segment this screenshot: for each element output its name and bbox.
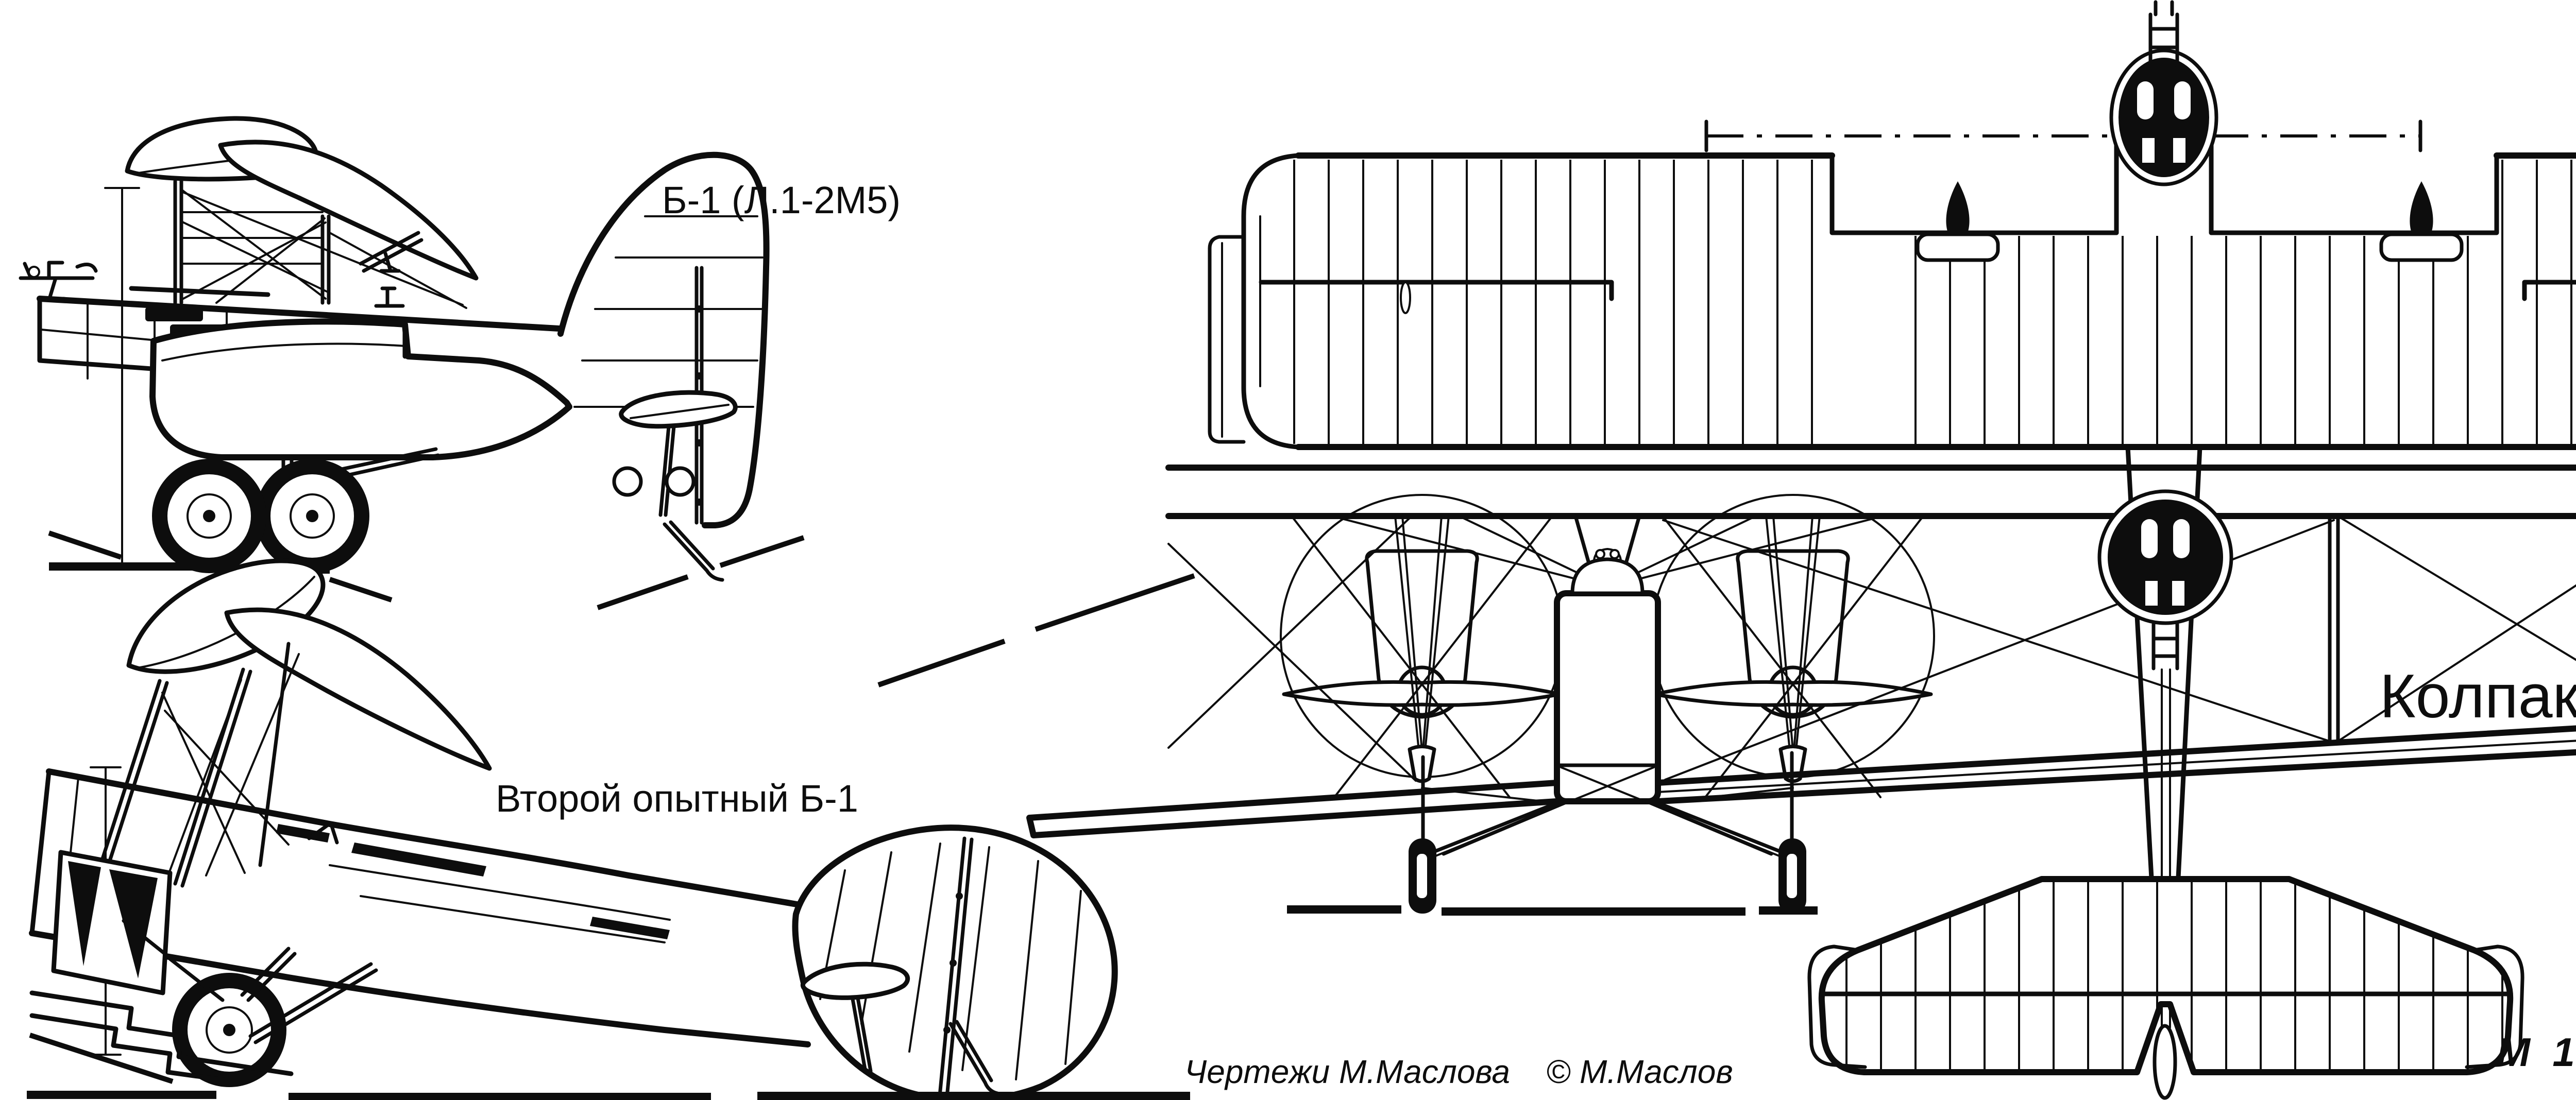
nose-fairing [1570,557,1645,595]
propeller-disc [1651,494,1935,778]
wheels [1409,838,1806,914]
elevator-horns [1807,944,2524,1069]
rudder-post [938,836,974,1099]
fuselage [1554,590,1661,804]
ground-hatch [29,1033,174,1084]
fuselage-top [46,768,848,916]
ground-line [27,1091,1190,1100]
rigging-wires [161,653,300,876]
aileron-horns [1208,235,1246,444]
tailplane-plan [1807,876,2524,1100]
ground-hatch [48,530,1195,688]
porthole [612,466,643,497]
dorsal-machine-gun [359,231,423,308]
dimension-line [104,187,140,568]
title-line-2: Б-1 (2Б-Л.1) [2380,842,2576,900]
nose-gunner-cockpit [2109,48,2218,186]
tail-skid [663,520,724,582]
right-engine [1651,494,1935,798]
nose-machine-gun [19,261,98,301]
gondola [149,318,572,460]
control-horn [1400,281,1411,314]
rear-gun-mount [2151,622,2179,671]
plan-view [1208,0,2576,1100]
aileron-hinges [1259,280,2576,301]
wing-ribs [1288,160,2576,444]
cabane-struts [173,179,331,305]
side-view-2-label: Второй опытный Б-1 [496,777,858,820]
rigging-wires [1167,517,1794,804]
side-view-second-prototype [27,558,1190,1100]
porthole [665,466,696,497]
tail-skid-plan [2153,1024,2177,1100]
interplane-struts [2328,514,2340,746]
lower-wing [1026,725,2576,838]
side-view-1-label: Б-1 (Л.1-2М5) [662,179,901,221]
tailplane-airfoil [800,961,910,1000]
drawing-title: Колпаков-Мирошниченко Б-1 (2Б-Л.1) [2380,551,2576,1017]
fuselage-bottom [29,930,811,1047]
credit-line: Чертежи М.Маслова © М.Маслов [1148,1022,1733,1100]
fin-ribs [819,843,1082,1080]
fin-ribs [573,215,764,408]
windscreen [307,821,339,845]
lower-wing-section [29,990,294,1085]
twin-wheels [152,459,369,573]
rear-gunner-cockpit [2097,489,2233,625]
cockpit-opening [145,307,203,321]
gear-struts [122,919,378,1044]
front-view [1026,465,2576,916]
nose-gun-mount [2148,0,2179,68]
title-line-1: Колпаков-Мирошниченко [2379,662,2576,731]
credit-copyright: © М.Маслов [1546,1053,1733,1090]
cabane-struts [98,642,291,888]
upper-wing [1165,465,2576,519]
cockpit-opening [276,824,670,939]
propeller-disc [1280,494,1564,778]
left-engine [1280,494,1564,798]
engine-nacelles [1916,181,2464,262]
tail-fin [557,151,770,528]
propeller-blades [1653,680,1933,707]
outer-wing-airfoil [224,607,492,771]
tailplane-airfoil [619,390,738,429]
credit-drawings: Чертежи М.Маслова [1184,1053,1510,1090]
radiator-blocks [68,861,158,978]
scale-label: М 1:72 [2497,1029,2576,1075]
ground-line [1287,905,1818,916]
